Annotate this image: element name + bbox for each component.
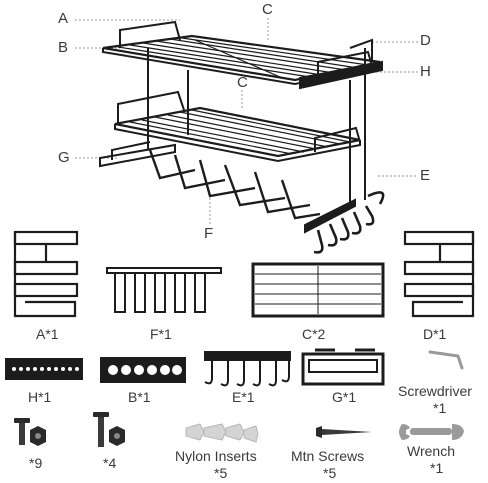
- caption-wrench-qty: *1: [430, 460, 444, 476]
- caption-mtn-qty: *5: [323, 465, 337, 481]
- bolt-nut-set-b: [93, 412, 125, 447]
- label-a: A: [58, 10, 69, 27]
- label-f: F: [204, 225, 214, 242]
- caption-bolt-4: *4: [103, 455, 117, 471]
- caption-nylon: Nylon Inserts: [175, 448, 257, 464]
- label-e: E: [420, 167, 431, 184]
- bolt-nut-set-a: [14, 418, 46, 446]
- caption-e: E*1: [232, 389, 255, 405]
- label-h: H: [420, 63, 431, 80]
- caption-mtn: Mtn Screws: [291, 448, 365, 464]
- caption-b: B*1: [128, 389, 151, 405]
- part-c-shelf: [251, 262, 385, 318]
- caption-nylon-qty: *5: [214, 465, 228, 481]
- assembled-rack: [75, 18, 418, 254]
- label-c-mid: C: [237, 74, 248, 91]
- label-c-top: C: [262, 1, 273, 18]
- wrench-icon: [399, 424, 464, 440]
- part-g-holder: [301, 348, 385, 386]
- caption-bolt-9: *9: [29, 455, 43, 471]
- caption-h: H*1: [28, 389, 52, 405]
- mtn-screw-icon: [316, 426, 372, 438]
- part-a-bracket: [13, 230, 79, 318]
- caption-d: D*1: [423, 326, 447, 342]
- caption-f: F*1: [150, 326, 172, 342]
- screwdriver-icon: [428, 350, 464, 370]
- part-d-bracket: [403, 230, 475, 318]
- caption-a: A*1: [36, 326, 59, 342]
- label-d: D: [420, 32, 431, 49]
- caption-screwdriver-qty: *1: [433, 400, 447, 416]
- part-h-strip: [5, 358, 83, 380]
- caption-wrench: Wrench: [407, 443, 455, 459]
- part-f-fork: [106, 267, 222, 313]
- label-b: B: [58, 39, 69, 56]
- part-e-hooks: [204, 351, 291, 387]
- caption-c: C*2: [302, 326, 326, 342]
- nylon-inserts-icon: [185, 423, 259, 443]
- caption-g: G*1: [332, 389, 357, 405]
- part-b-strip: [100, 357, 186, 383]
- caption-screwdriver: Screwdriver: [398, 383, 472, 399]
- label-g: G: [58, 149, 70, 166]
